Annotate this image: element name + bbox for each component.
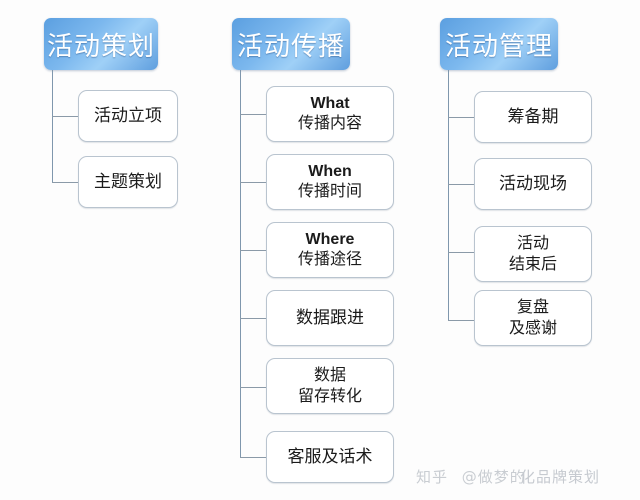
connector-stub-promotion-1 — [240, 182, 266, 183]
watermark-handle: @做梦的 — [461, 468, 526, 486]
node-promotion-4[interactable]: 数据 留存转化 — [266, 358, 394, 414]
connector-stub-planning-1 — [52, 182, 78, 183]
node-planning-1-label: 主题策划 — [94, 171, 162, 192]
node-management-0-label: 筹备期 — [507, 106, 559, 127]
node-promotion-5-label: 客服及话术 — [287, 446, 373, 467]
watermark-platform: 知乎 — [416, 468, 449, 486]
node-promotion-0-label: 传播内容 — [297, 113, 362, 133]
node-promotion-0-title: What — [310, 94, 350, 112]
watermark: 知乎 @做梦的 化品牌策划 — [416, 466, 599, 487]
node-promotion-0[interactable]: What 传播内容 — [266, 86, 394, 142]
connector-stub-management-0 — [448, 117, 474, 118]
node-management-0[interactable]: 筹备期 — [474, 91, 592, 143]
node-promotion-4-label-2: 留存转化 — [297, 386, 362, 405]
node-management-1[interactable]: 活动现场 — [474, 158, 592, 210]
node-promotion-2[interactable]: Where 传播途径 — [266, 222, 394, 278]
connector-trunk-promotion — [240, 70, 241, 457]
node-planning-0[interactable]: 活动立项 — [78, 90, 178, 142]
node-promotion-1-label: 传播时间 — [297, 181, 362, 201]
connector-stub-promotion-5 — [240, 457, 266, 458]
node-promotion-2-title: Where — [305, 230, 355, 248]
connector-stub-planning-0 — [52, 116, 78, 117]
node-planning-1[interactable]: 主题策划 — [78, 156, 178, 208]
watermark-overlay: 化品牌策划 — [520, 468, 601, 486]
node-management-2-label: 活动 — [516, 233, 549, 253]
connector-stub-promotion-2 — [240, 250, 266, 251]
connector-trunk-management — [448, 70, 449, 320]
node-promotion-1-title: When — [308, 162, 352, 180]
connector-stub-management-2 — [448, 252, 474, 253]
connector-stub-promotion-3 — [240, 318, 266, 319]
node-management-3[interactable]: 复盘 及感谢 — [474, 290, 592, 346]
node-promotion-2-label: 传播途径 — [297, 249, 362, 269]
branch-header-planning-label: 活动策划 — [46, 31, 155, 62]
node-management-2[interactable]: 活动 结束后 — [474, 226, 592, 282]
branch-header-management-label: 活动管理 — [444, 31, 553, 62]
connector-stub-management-3 — [448, 320, 474, 321]
connector-trunk-planning — [52, 70, 53, 182]
node-promotion-4-label: 数据 — [313, 365, 346, 385]
node-planning-0-label: 活动立项 — [94, 105, 162, 126]
branch-header-management[interactable]: 活动管理 — [440, 18, 558, 70]
node-promotion-3-label: 数据跟进 — [296, 307, 364, 328]
node-promotion-5[interactable]: 客服及话术 — [266, 431, 394, 483]
connector-stub-promotion-0 — [240, 114, 266, 115]
branch-header-promotion-label: 活动传播 — [236, 31, 345, 62]
node-management-1-label: 活动现场 — [499, 173, 567, 194]
node-management-2-label-2: 结束后 — [508, 254, 557, 273]
connector-stub-management-1 — [448, 184, 474, 185]
node-promotion-1[interactable]: When 传播时间 — [266, 154, 394, 210]
branch-header-planning[interactable]: 活动策划 — [44, 18, 158, 70]
branch-header-promotion[interactable]: 活动传播 — [232, 18, 350, 70]
connector-stub-promotion-4 — [240, 387, 266, 388]
node-management-3-label: 复盘 — [516, 297, 549, 317]
node-management-3-label-2: 及感谢 — [508, 318, 557, 337]
node-promotion-3[interactable]: 数据跟进 — [266, 290, 394, 346]
